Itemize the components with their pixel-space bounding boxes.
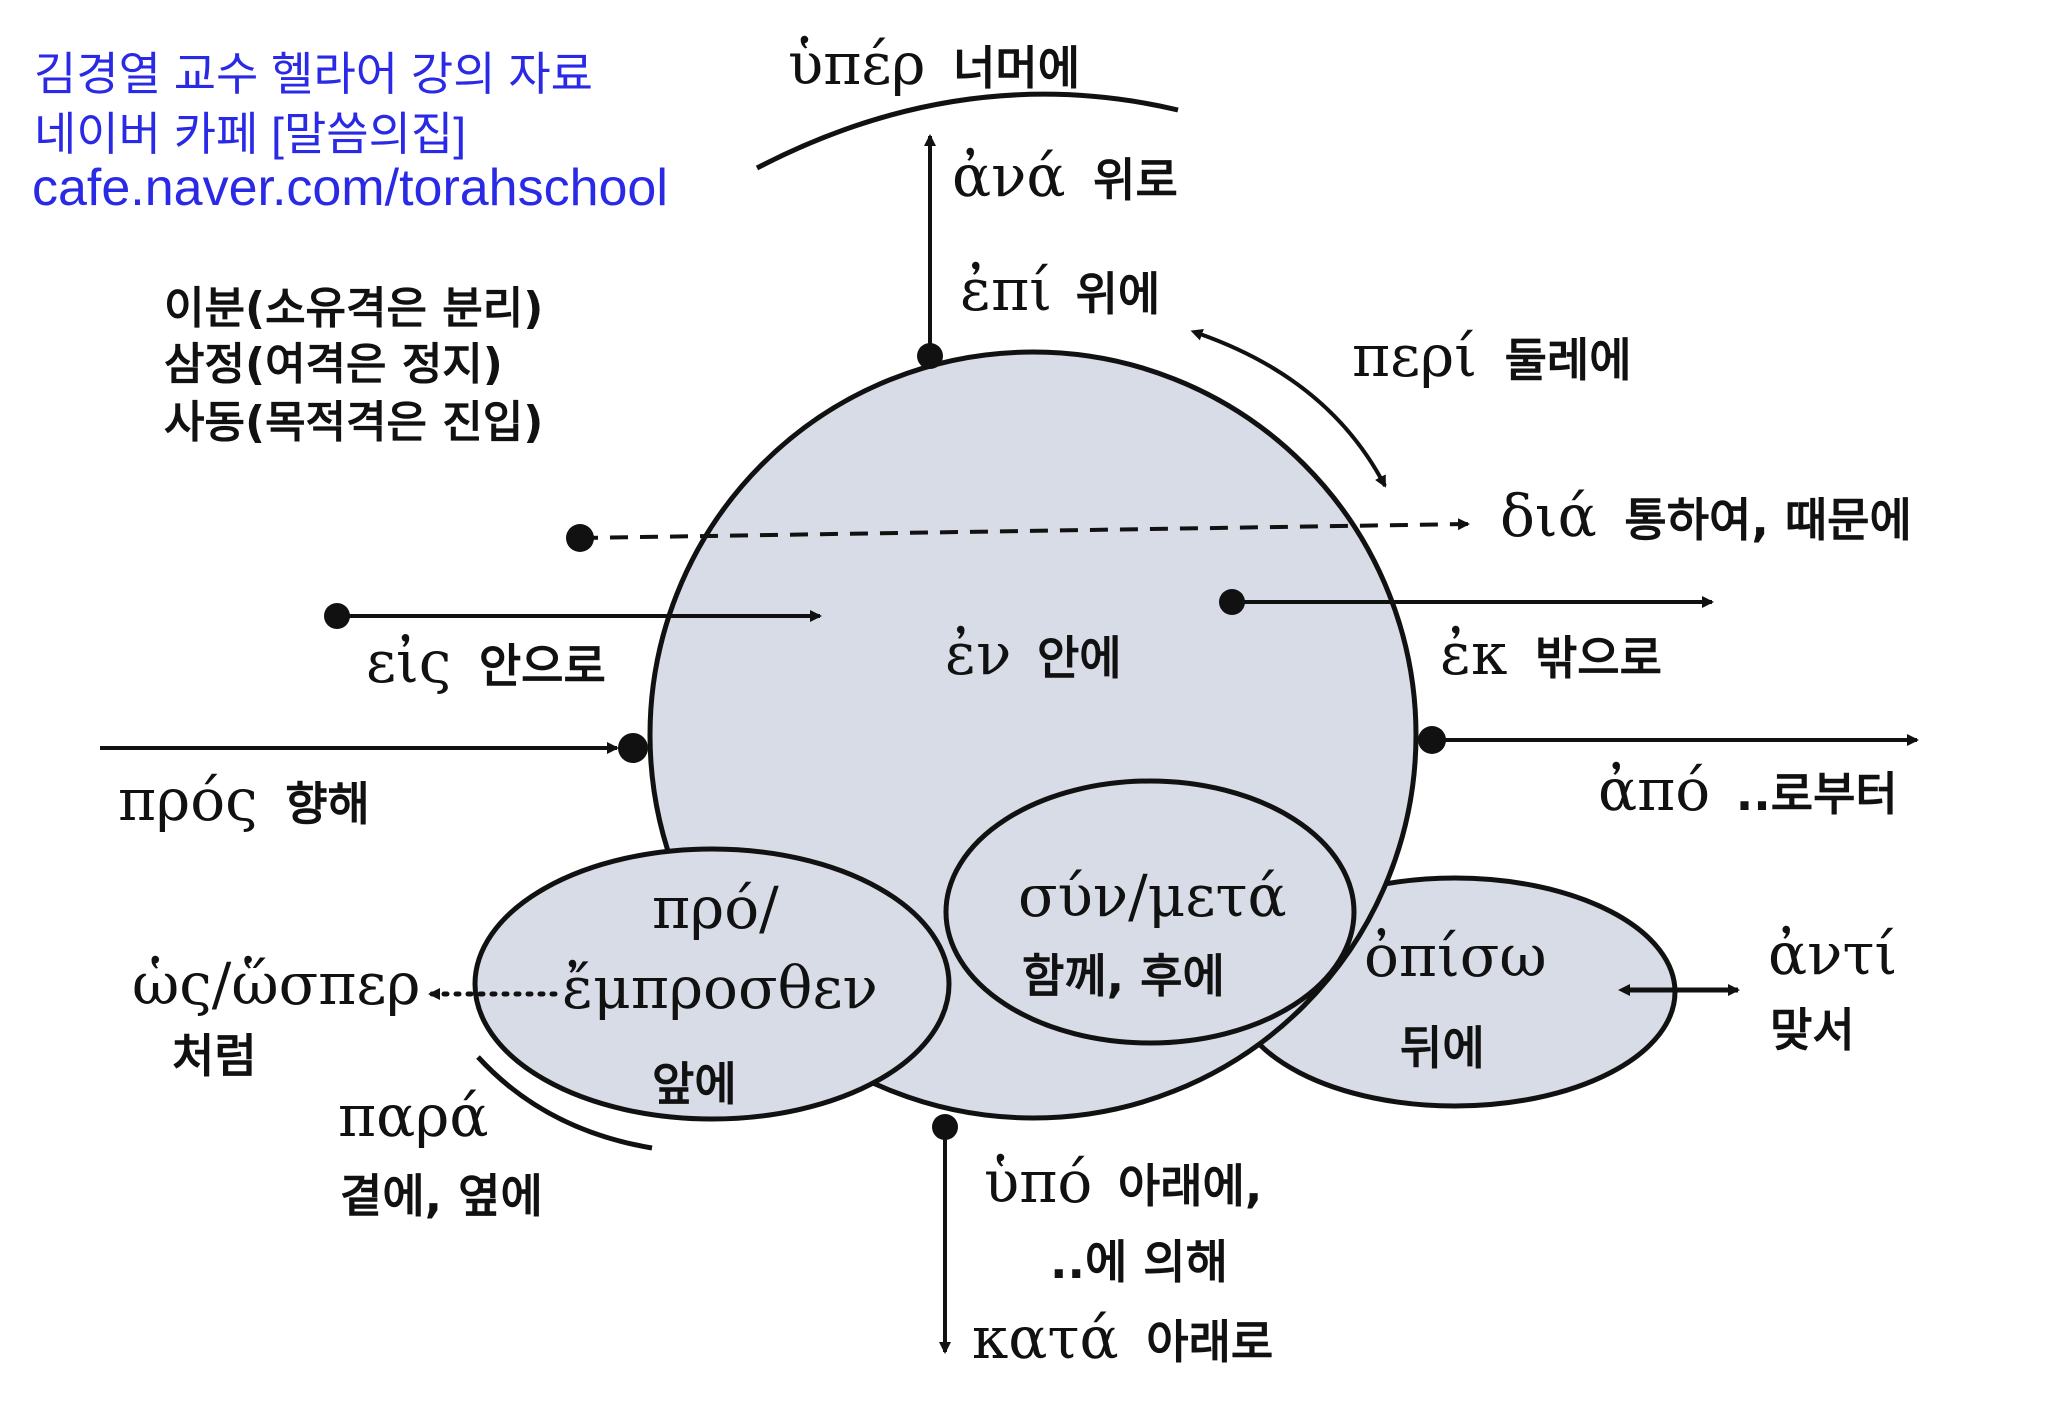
syn-korean: 함께, 후에 bbox=[1022, 949, 1225, 1003]
ek-greek: ἐκ bbox=[1440, 620, 1508, 688]
en-greek: ἐν bbox=[945, 620, 1012, 688]
hypo-label: ὑπό 아래에, bbox=[984, 1148, 1262, 1216]
pros-greek: πρός bbox=[118, 766, 258, 834]
pro-greek: πρό/ bbox=[652, 874, 779, 942]
ek-label: ἐκ 밖으로 bbox=[1440, 620, 1662, 688]
credit-line-1: 김경열 교수 헬라어 강의 자료 bbox=[34, 48, 593, 100]
epi-label: ἐπί 위에 bbox=[960, 256, 1160, 324]
opiso-greek: ὀπίσω bbox=[1364, 922, 1547, 990]
dia-label: διά 통하여, 때문에 bbox=[1500, 482, 1912, 550]
en-korean: 안에 bbox=[1036, 631, 1122, 685]
hyper-korean: 너머에 bbox=[953, 41, 1081, 95]
eis-korean: 안으로 bbox=[478, 639, 606, 693]
hypo-korean-2: ..에 의해 bbox=[1050, 1235, 1228, 1289]
credit-line-2: 네이버 카페 [말씀의집] bbox=[34, 108, 467, 160]
anti-korean: 맞서 bbox=[1770, 1003, 1855, 1057]
eis-dot bbox=[324, 603, 350, 629]
pro-korean: 앞에 bbox=[652, 1057, 737, 1111]
dia-korean: 통하여, 때문에 bbox=[1624, 493, 1912, 547]
syn-greek: σύν/μετά bbox=[1018, 862, 1287, 930]
ana-korean: 위로 bbox=[1093, 153, 1178, 207]
peri-label: περί 둘레에 bbox=[1352, 322, 1632, 390]
case-note-line-3: 사동(목적격은 진입) bbox=[164, 397, 544, 448]
para-arc bbox=[476, 1055, 653, 1151]
peri-greek: περί bbox=[1352, 322, 1478, 390]
epi-dot bbox=[917, 343, 943, 369]
ek-korean: 밖으로 bbox=[1534, 631, 1662, 685]
en-label: ἐν 안에 bbox=[945, 620, 1122, 688]
emprosthen-greek: ἔμπροσθεν bbox=[562, 954, 878, 1022]
dia-greek: διά bbox=[1500, 482, 1597, 550]
kata-label: κατά 아래로 bbox=[972, 1304, 1273, 1372]
pro-ellipse bbox=[472, 846, 952, 1122]
kata-greek: κατά bbox=[972, 1304, 1119, 1372]
apo-dot bbox=[1418, 726, 1446, 754]
anti-greek: ἀντί bbox=[1768, 920, 1898, 988]
hypo-greek: ὑπό bbox=[984, 1148, 1093, 1216]
epi-greek: ἐπί bbox=[960, 256, 1052, 324]
hyper-label: ὑπέρ 너머에 bbox=[788, 30, 1080, 98]
epi-korean: 위에 bbox=[1075, 267, 1161, 321]
hyper-arc bbox=[755, 91, 1179, 171]
para-greek: παρά bbox=[338, 1082, 489, 1150]
opiso-korean: 뒤에 bbox=[1400, 1021, 1485, 1075]
hyper-greek: ὑπέρ bbox=[788, 30, 926, 98]
peri-arrow bbox=[1190, 329, 1387, 488]
apo-korean: ..로부터 bbox=[1735, 767, 1898, 821]
ek-dot bbox=[1219, 589, 1245, 615]
hypo-korean-1: 아래에, bbox=[1117, 1159, 1263, 1213]
kata-korean: 아래로 bbox=[1146, 1315, 1274, 1369]
para-korean: 곁에, 옆에 bbox=[340, 1169, 543, 1223]
syn-ellipse bbox=[943, 778, 1357, 1046]
eis-greek: εἰς bbox=[366, 628, 452, 696]
case-note-line-2: 삼정(여격은 정지) bbox=[164, 339, 503, 390]
apo-greek: ἀπό bbox=[1598, 756, 1711, 824]
credit-url[interactable]: cafe.naver.com/torahschool bbox=[32, 159, 668, 217]
hos-korean: 처럼 bbox=[172, 1029, 257, 1083]
pros-korean: 향해 bbox=[285, 777, 370, 831]
apo-label: ἀπό ..로부터 bbox=[1598, 756, 1898, 824]
ana-label: ἀνά 위로 bbox=[952, 142, 1178, 210]
pros-label: πρός 향해 bbox=[118, 766, 370, 834]
peri-korean: 둘레에 bbox=[1504, 333, 1632, 387]
pros-dot bbox=[618, 733, 648, 763]
ana-greek: ἀνά bbox=[952, 142, 1066, 210]
hos-greek: ὡς/ὥσπερ bbox=[132, 950, 421, 1018]
dia-dot bbox=[566, 524, 594, 552]
case-note-line-1: 이분(소유격은 분리) bbox=[164, 283, 544, 334]
eis-label: εἰς 안으로 bbox=[366, 628, 606, 696]
